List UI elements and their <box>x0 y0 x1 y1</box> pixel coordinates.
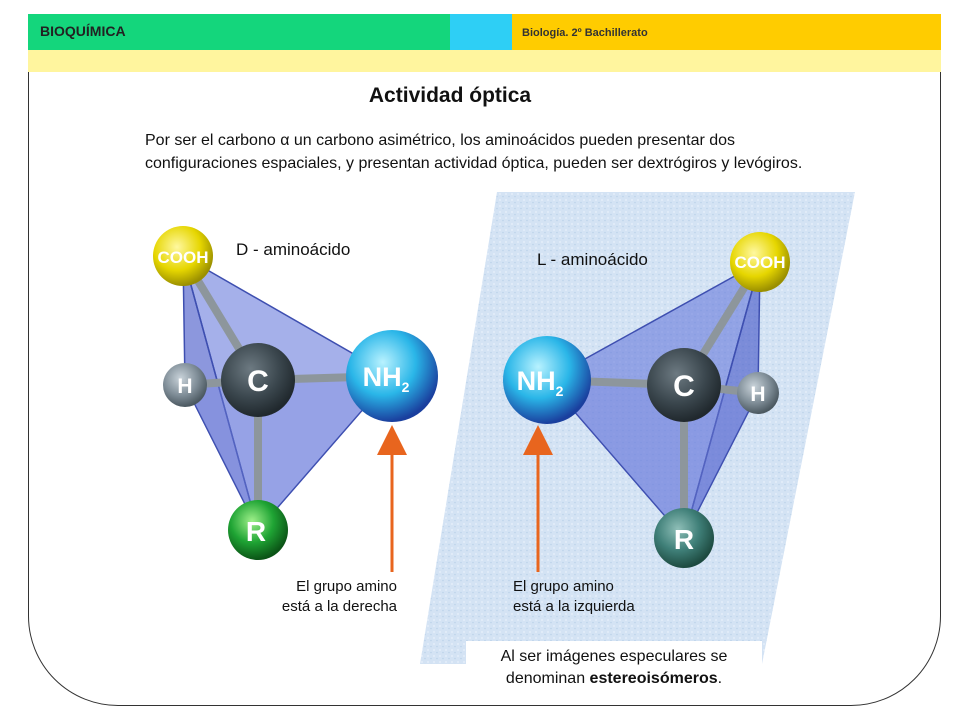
l-nh2-atom <box>503 336 591 424</box>
d-nh2-atom <box>346 330 438 422</box>
l-r-atom <box>654 508 714 568</box>
l-nh2-label: NH2 <box>517 366 564 399</box>
d-caption: El grupo amino está a la derecha <box>281 578 397 615</box>
page-title: Actividad óptica <box>368 84 532 107</box>
l-h-label: H <box>750 383 765 406</box>
d-cooh-atom <box>153 226 213 286</box>
d-c-label: C <box>247 365 269 398</box>
d-nh2-label: NH2 <box>363 362 410 395</box>
d-c-atom <box>221 343 295 417</box>
course-label: Biología. 2º Bachillerato <box>522 27 648 39</box>
d-h-atom <box>163 363 207 407</box>
l-caption: El grupo amino está a la izquierda <box>513 578 635 615</box>
d-molecule: COOH H C NH2 R <box>153 226 438 560</box>
header-yellow-bar <box>512 14 941 50</box>
d-r-atom <box>228 500 288 560</box>
header-cyan-bar <box>450 14 512 50</box>
l-r-label: R <box>674 524 694 555</box>
header-green-bar <box>28 14 450 50</box>
l-c-atom <box>647 348 721 422</box>
alpha-symbol: α <box>280 132 290 149</box>
l-molecule: COOH H C NH2 R <box>503 232 790 568</box>
d-cooh-label: COOH <box>158 248 209 267</box>
intro-text: Por ser el carbono α un carbono asimétri… <box>145 132 803 172</box>
d-r-label: R <box>246 516 266 547</box>
l-h-atom <box>737 372 779 414</box>
d-aminoacid-label: D - aminoácido <box>236 240 351 259</box>
d-h-label: H <box>177 375 192 398</box>
stereoisomer-note: Al ser imágenes especulares se denominan… <box>466 641 762 695</box>
l-aminoacid-label: L - aminoácido <box>537 250 648 269</box>
l-cooh-atom <box>730 232 790 292</box>
header-band <box>28 50 941 72</box>
l-c-label: C <box>673 370 695 403</box>
section-label: BIOQUÍMICA <box>40 23 126 39</box>
l-cooh-label: COOH <box>735 253 786 272</box>
